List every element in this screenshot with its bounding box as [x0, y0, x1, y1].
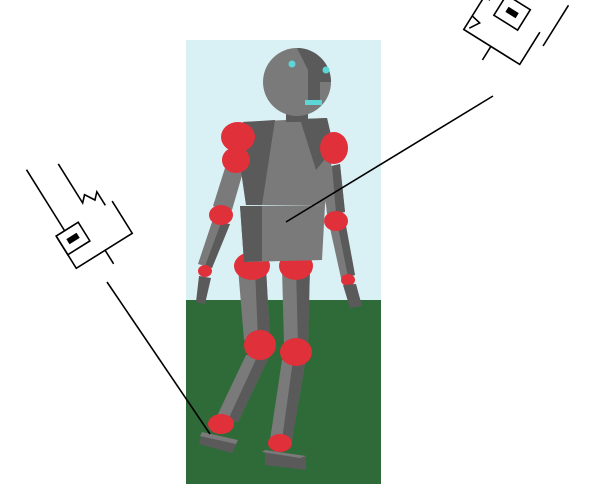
right-ankle-joint — [268, 434, 292, 452]
right-knee-joint — [280, 338, 312, 366]
left-elbow-joint — [209, 205, 233, 225]
left-shoulder-joint — [221, 122, 255, 152]
right-elbow-joint — [324, 211, 348, 231]
left-hand — [196, 276, 211, 304]
eye-right — [322, 66, 330, 74]
torso — [221, 118, 348, 262]
left-knee-joint — [244, 330, 276, 360]
right-wrist-joint — [341, 274, 355, 286]
robot — [196, 48, 362, 470]
mouth — [305, 100, 322, 105]
right-leg — [262, 266, 312, 470]
left-ankle-joint — [208, 414, 234, 434]
left-wrist-joint — [198, 265, 212, 277]
eye-left — [288, 60, 296, 68]
spring-damper-icon — [462, 0, 570, 66]
left-upper-arm-joint — [222, 147, 250, 173]
left-sensor-callout — [25, 163, 211, 435]
face-plate — [308, 62, 320, 104]
left-leg — [199, 268, 276, 453]
right-hand — [343, 284, 362, 308]
right-sensor-callout — [285, 0, 570, 223]
callout-leader-right — [285, 95, 494, 223]
spring-damper-icon — [25, 163, 134, 270]
head — [263, 48, 331, 122]
callout-leader-left — [106, 281, 211, 435]
left-arm — [196, 168, 243, 304]
right-shoulder-joint — [320, 132, 348, 164]
